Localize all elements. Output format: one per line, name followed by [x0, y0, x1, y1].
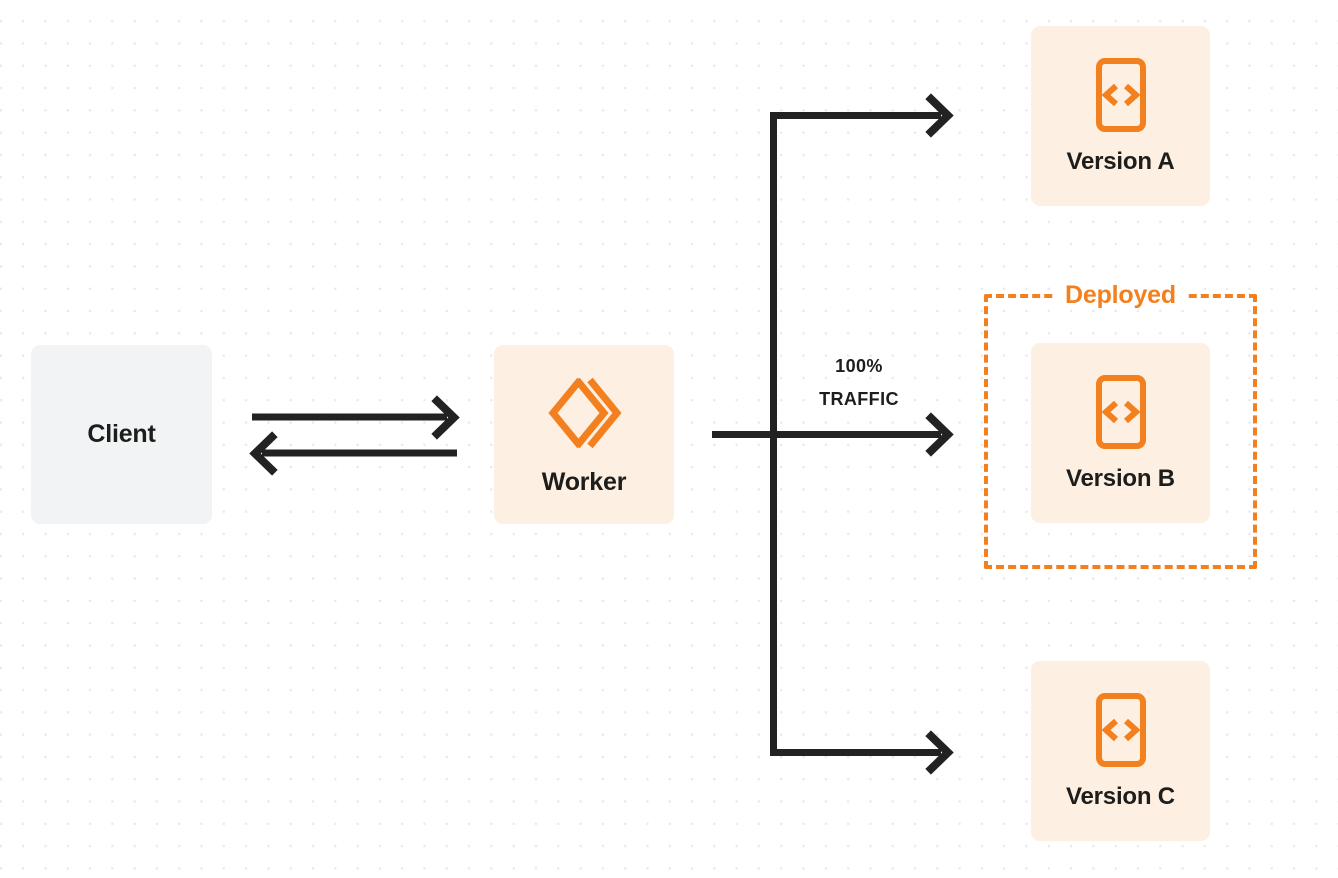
- version-c-label: Version C: [1066, 783, 1175, 810]
- code-file-icon: [1090, 373, 1152, 451]
- code-file-icon: [1090, 56, 1152, 134]
- arrow-worker-to-version-b: [712, 412, 954, 457]
- traffic-caption: TRAFFIC: [819, 389, 899, 409]
- arrow-worker-to-version-a: [770, 93, 954, 138]
- deployed-group-boundary: Deployed: [984, 282, 1257, 569]
- version-b-label: Version B: [1066, 465, 1175, 492]
- code-file-icon: [1090, 691, 1152, 769]
- client-node[interactable]: Client: [31, 345, 212, 524]
- version-b-node[interactable]: Version B: [1031, 343, 1210, 523]
- arrow-worker-to-client: [249, 431, 457, 476]
- deployed-group-label: Deployed: [1054, 282, 1187, 308]
- version-a-node[interactable]: Version A: [1031, 26, 1210, 206]
- worker-label: Worker: [541, 468, 627, 496]
- worker-node[interactable]: Worker: [494, 345, 674, 524]
- client-label: Client: [87, 420, 156, 448]
- cloudflare-workers-logo-icon: [543, 372, 625, 454]
- traffic-label: 100% TRAFFIC: [784, 350, 934, 416]
- arrow-client-to-worker: [252, 395, 460, 440]
- traffic-percent: 100%: [835, 356, 883, 376]
- version-c-node[interactable]: Version C: [1031, 661, 1210, 841]
- arrow-worker-to-version-c: [770, 730, 954, 775]
- version-a-label: Version A: [1066, 148, 1175, 175]
